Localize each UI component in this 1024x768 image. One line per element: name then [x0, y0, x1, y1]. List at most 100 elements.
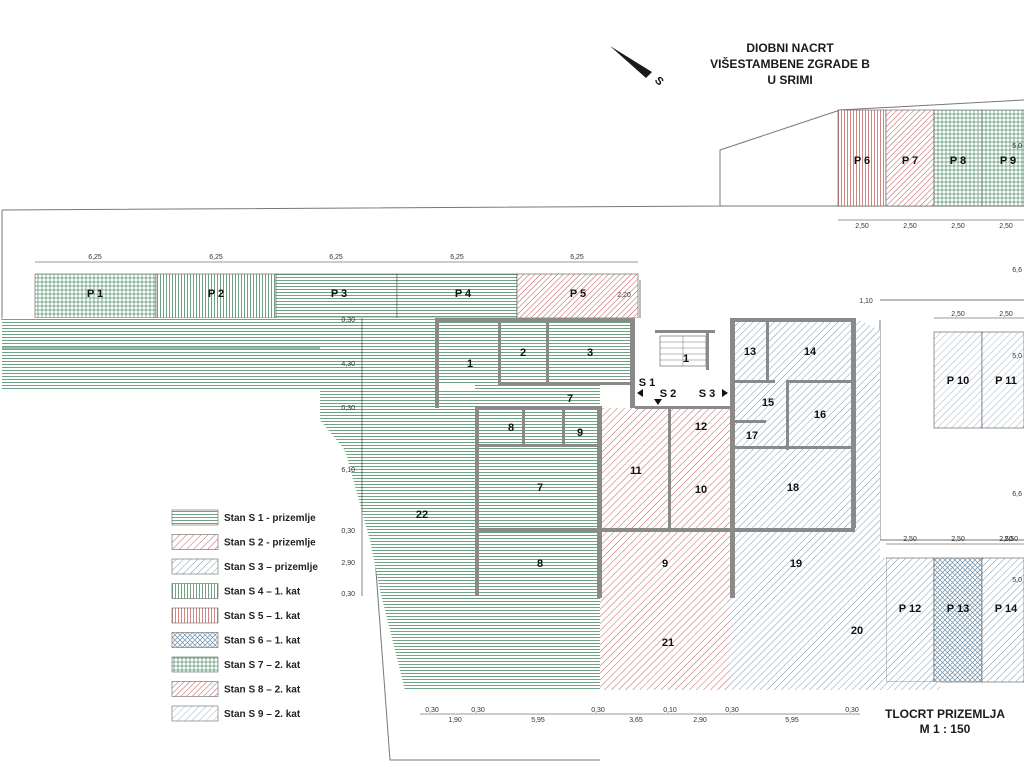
parking-p13 — [933, 557, 983, 683]
svg-text:0,30: 0,30 — [471, 707, 485, 714]
walls — [435, 318, 856, 598]
unit-s1-lower — [320, 390, 600, 690]
svg-text:2,50: 2,50 — [999, 223, 1013, 230]
entrance-s1-label: S 1 — [639, 377, 656, 389]
room-label: 18 — [787, 482, 799, 494]
svg-text:S: S — [652, 74, 666, 88]
room-label: 14 — [804, 346, 817, 358]
svg-text:6,25: 6,25 — [209, 254, 223, 261]
legend-label: Stan S 7 – 2. kat — [224, 660, 301, 671]
room-label: 9 — [577, 427, 583, 439]
parking-p1 — [34, 273, 157, 319]
svg-text:0,30: 0,30 — [725, 707, 739, 714]
legend-swatch — [171, 607, 219, 624]
svg-text:4,30: 4,30 — [341, 361, 355, 368]
svg-text:1,10: 1,10 — [859, 298, 873, 305]
parking-p7 — [885, 109, 935, 207]
legend-swatch — [171, 509, 219, 526]
legend-swatch — [171, 583, 219, 599]
svg-text:5,0: 5,0 — [1012, 143, 1022, 150]
room-label: 8 — [508, 422, 514, 434]
dimension-left: 0,30 4,30 0,30 6,10 0,30 2,90 0,30 — [341, 317, 363, 598]
svg-text:0,30: 0,30 — [425, 707, 439, 714]
svg-text:0,10: 0,10 — [663, 707, 677, 714]
parking-p3-label: P 3 — [331, 288, 347, 300]
legend-label: Stan S 3 – prizemlje — [224, 562, 318, 573]
svg-text:3,65: 3,65 — [629, 717, 643, 724]
parking-p14 — [981, 557, 1024, 683]
room-label: 3 — [587, 347, 593, 359]
parking-p10-label: P 10 — [947, 375, 969, 387]
svg-text:0,30: 0,30 — [341, 405, 355, 412]
parking-p13-label: P 13 — [947, 603, 969, 615]
unit-s1-strip — [2, 318, 435, 390]
svg-text:5,95: 5,95 — [531, 717, 545, 724]
parking-p6-label: P 6 — [854, 155, 870, 167]
room-labels: 1 2 3 7 8 9 7 8 22 1 11 12 10 9 21 13 14… — [416, 346, 863, 649]
svg-text:2,50: 2,50 — [903, 536, 917, 543]
parking-p12-label: P 12 — [899, 603, 921, 615]
legend-swatch — [171, 656, 219, 673]
unit-s1-rooms-2 — [475, 384, 600, 596]
parking-p8-label: P 8 — [950, 155, 966, 167]
arrow-down-icon — [654, 399, 662, 405]
svg-text:0,30: 0,30 — [341, 591, 355, 598]
parking-p4 — [396, 273, 518, 319]
legend-swatch — [171, 705, 219, 722]
parking-p2-label: P 2 — [208, 288, 224, 300]
plan-title-line1: DIOBNI NACRT — [746, 41, 834, 55]
room-label: 13 — [744, 346, 756, 358]
legend-label: Stan S 2 - prizemlje — [224, 538, 316, 549]
legend-swatch — [171, 632, 219, 648]
parking-p9 — [981, 109, 1024, 207]
room-label: 7 — [537, 482, 543, 494]
dimension-top: 6,25 6,25 6,25 6,25 6,25 2,20 1,10 — [35, 254, 873, 305]
svg-text:5,0: 5,0 — [1012, 577, 1022, 584]
svg-text:2,20: 2,20 — [617, 292, 631, 299]
room-label: 17 — [746, 430, 758, 442]
plan-scale: M 1 : 150 — [920, 722, 971, 736]
parking-p9-label: P 9 — [1000, 155, 1016, 167]
parking-p11 — [981, 331, 1024, 429]
svg-text:2,90: 2,90 — [341, 560, 355, 567]
parking-p5 — [516, 273, 639, 319]
svg-text:0,30: 0,30 — [341, 317, 355, 324]
svg-text:6,6: 6,6 — [1012, 491, 1022, 498]
plan-name: TLOCRT PRIZEMLJA — [885, 707, 1005, 721]
legend-label: Stan S 4 – 1. kat — [224, 587, 301, 598]
room-label: 12 — [695, 421, 707, 433]
svg-text:1,90: 1,90 — [448, 717, 462, 724]
svg-text:2,90: 2,90 — [693, 717, 707, 724]
room-label: 7 — [567, 393, 573, 405]
svg-text:2,50: 2,50 — [999, 536, 1013, 543]
room-label: 1 — [683, 353, 689, 365]
room-label: 20 — [851, 625, 863, 637]
stair-entrance-labels: S 1 S 2 S 3 — [637, 377, 728, 405]
svg-text:0,30: 0,30 — [341, 528, 355, 535]
legend-label: Stan S 6 – 1. kat — [224, 636, 301, 647]
svg-text:6,10: 6,10 — [341, 467, 355, 474]
arrow-right-icon — [722, 389, 728, 397]
north-arrow-icon: S — [610, 46, 666, 88]
svg-text:2,50: 2,50 — [951, 311, 965, 318]
parking-p14-label: P 14 — [995, 603, 1018, 615]
room-label: 2 — [520, 347, 526, 359]
parking-p4-label: P 4 — [455, 288, 472, 300]
unit-s2-garden — [600, 598, 730, 690]
parking-p5-label: P 5 — [570, 288, 586, 300]
unit-s2 — [600, 408, 730, 598]
svg-text:5,95: 5,95 — [785, 717, 799, 724]
unit-s1-rooms — [435, 318, 635, 384]
legend-label: Stan S 1 - prizemlje — [224, 513, 316, 524]
entrance-s3-label: S 3 — [699, 388, 716, 400]
room-label: 21 — [662, 637, 674, 649]
parking-row-right-low: P 12 P 13 P 14 2,50 2,50 2,50 2,50 — [885, 536, 1024, 683]
svg-text:2,50: 2,50 — [999, 311, 1013, 318]
parking-row-top: P 1 P 2 P 3 P 4 P 5 — [34, 273, 639, 319]
svg-text:5,0: 5,0 — [1012, 353, 1022, 360]
svg-text:6,25: 6,25 — [329, 254, 343, 261]
svg-text:2,50: 2,50 — [855, 223, 869, 230]
svg-text:2,50: 2,50 — [951, 223, 965, 230]
